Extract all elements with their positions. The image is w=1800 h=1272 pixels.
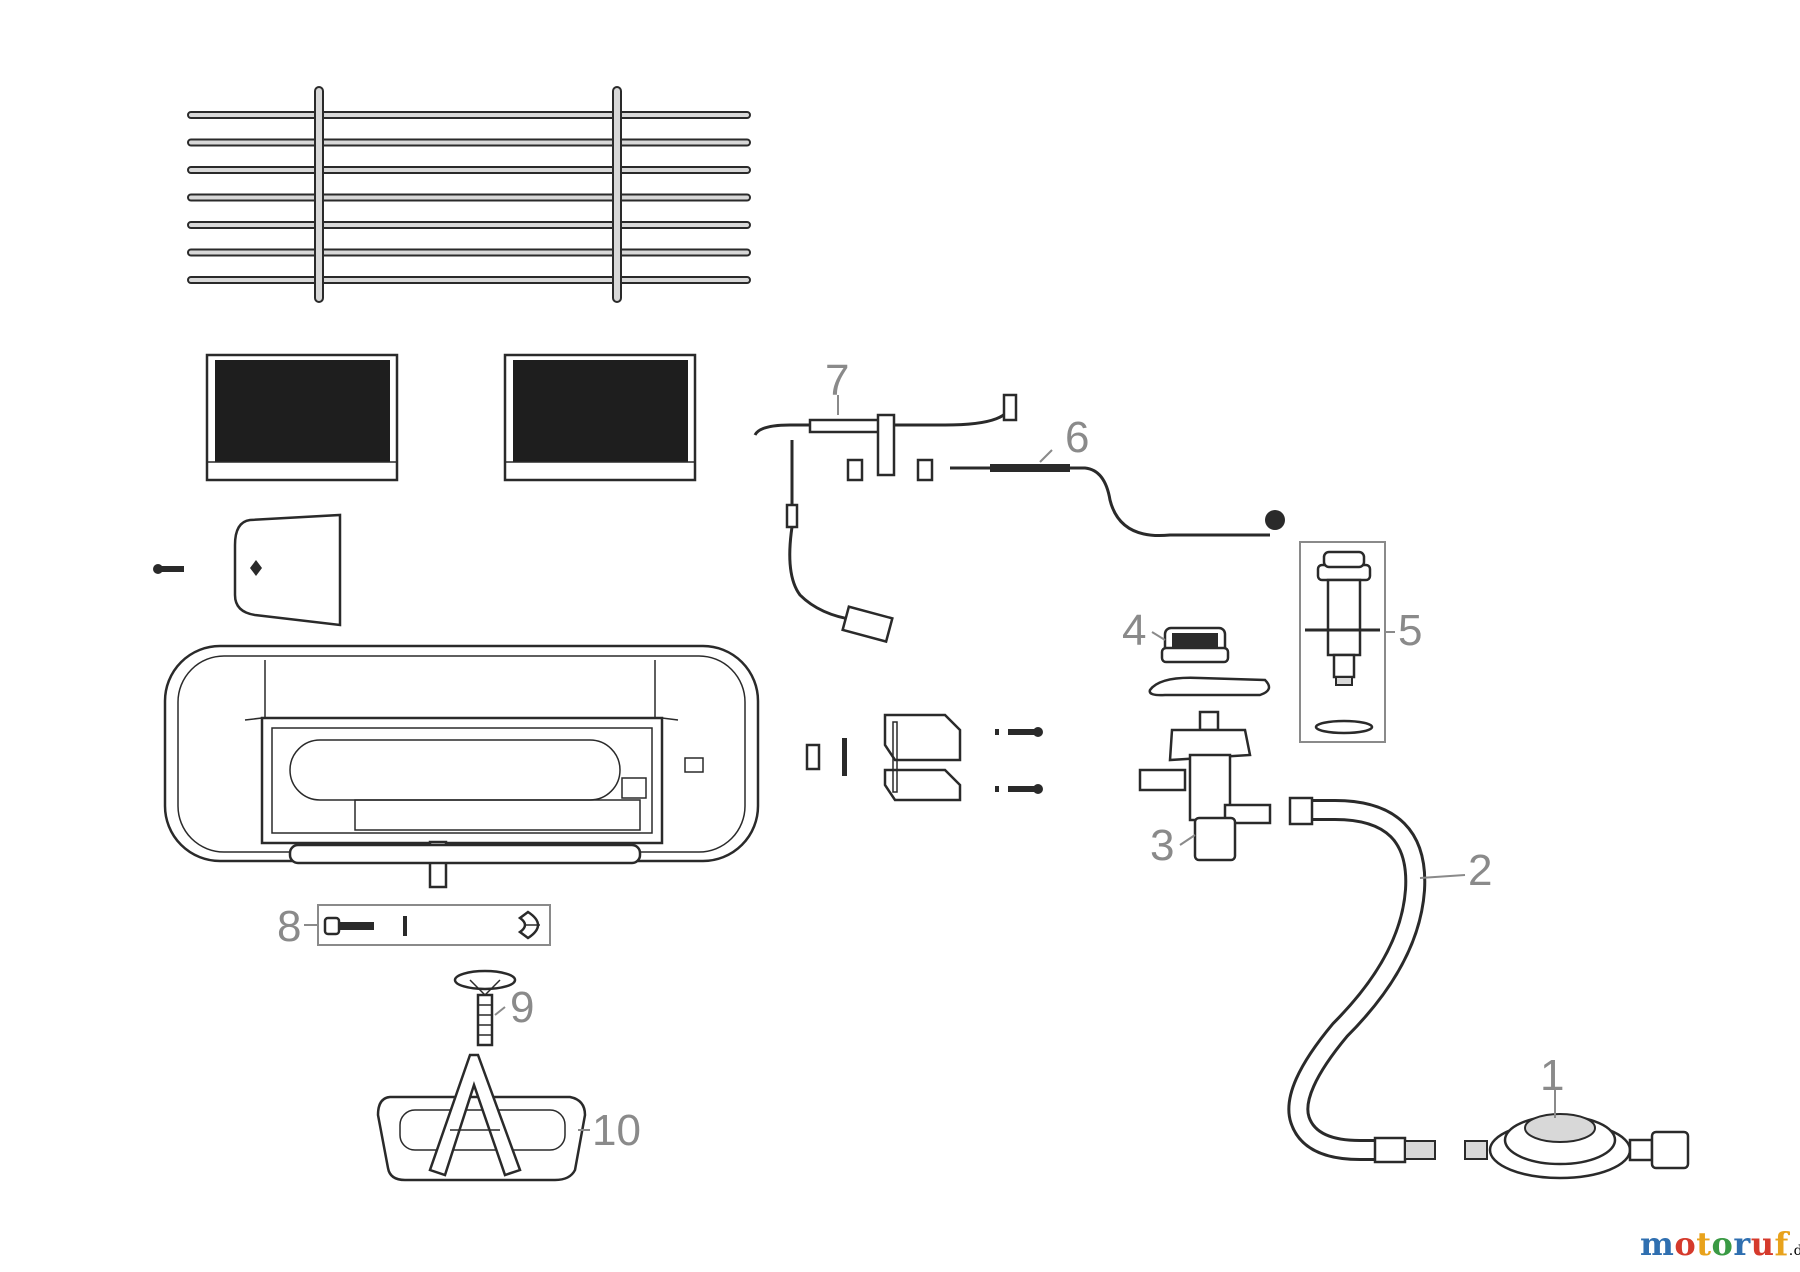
- motoruf-logo: motoruf.de: [1640, 1225, 1800, 1263]
- callout-7: 7: [825, 356, 849, 405]
- callout-labels: 1 2 3 4 5 6 7 8 9 10: [277, 356, 1564, 1155]
- part-9-wing-bolt: [453, 969, 517, 1047]
- part-3-gas-valve: [1138, 710, 1272, 862]
- logo-letter: o: [1674, 1225, 1697, 1263]
- callout-3: 3: [1150, 821, 1174, 870]
- grate-bar: [187, 221, 751, 229]
- callout-10: 10: [592, 1106, 641, 1155]
- logo-letter: u: [1750, 1225, 1775, 1263]
- callout-8: 8: [277, 902, 301, 951]
- grate-bar: [187, 166, 751, 174]
- callout-9: 9: [510, 983, 534, 1032]
- part-1-regulator: [1464, 1113, 1690, 1180]
- burner-plate-left: [205, 353, 399, 482]
- grate-bar: [187, 248, 751, 257]
- logo-letter: o: [1711, 1225, 1734, 1263]
- logo-letter: f: [1774, 1225, 1789, 1263]
- logo-letter: r: [1733, 1225, 1751, 1263]
- part-4-control-knob: [1148, 626, 1271, 697]
- part-2-hose: [1287, 796, 1436, 1164]
- callout-leaders: [304, 395, 1556, 1131]
- logo-letter: t: [1696, 1225, 1712, 1263]
- grate-bar: [187, 111, 751, 119]
- main-housing: [163, 644, 760, 889]
- side-shield: [153, 513, 342, 627]
- grate-bar: [187, 138, 751, 147]
- part-6-thermocouple: [950, 464, 1285, 538]
- mounting-bracket: [805, 713, 1043, 802]
- callout-4: 4: [1122, 606, 1146, 655]
- part-8-fastener-set: [317, 904, 551, 946]
- callout-2: 2: [1468, 846, 1492, 895]
- logo-letter: m: [1640, 1225, 1675, 1263]
- logo-suffix: .de: [1788, 1243, 1800, 1259]
- burner-plate-right: [503, 353, 697, 482]
- callout-6: 6: [1065, 413, 1089, 462]
- part-10-stand: [376, 1053, 587, 1182]
- grate-bar: [187, 193, 751, 202]
- part-5-piezo-igniter: [1299, 541, 1386, 743]
- callout-1: 1: [1540, 1051, 1564, 1100]
- grate-bar: [187, 276, 751, 284]
- part-7-electrode: [753, 393, 1018, 644]
- callout-5: 5: [1398, 606, 1422, 655]
- grill-grate: [187, 86, 751, 303]
